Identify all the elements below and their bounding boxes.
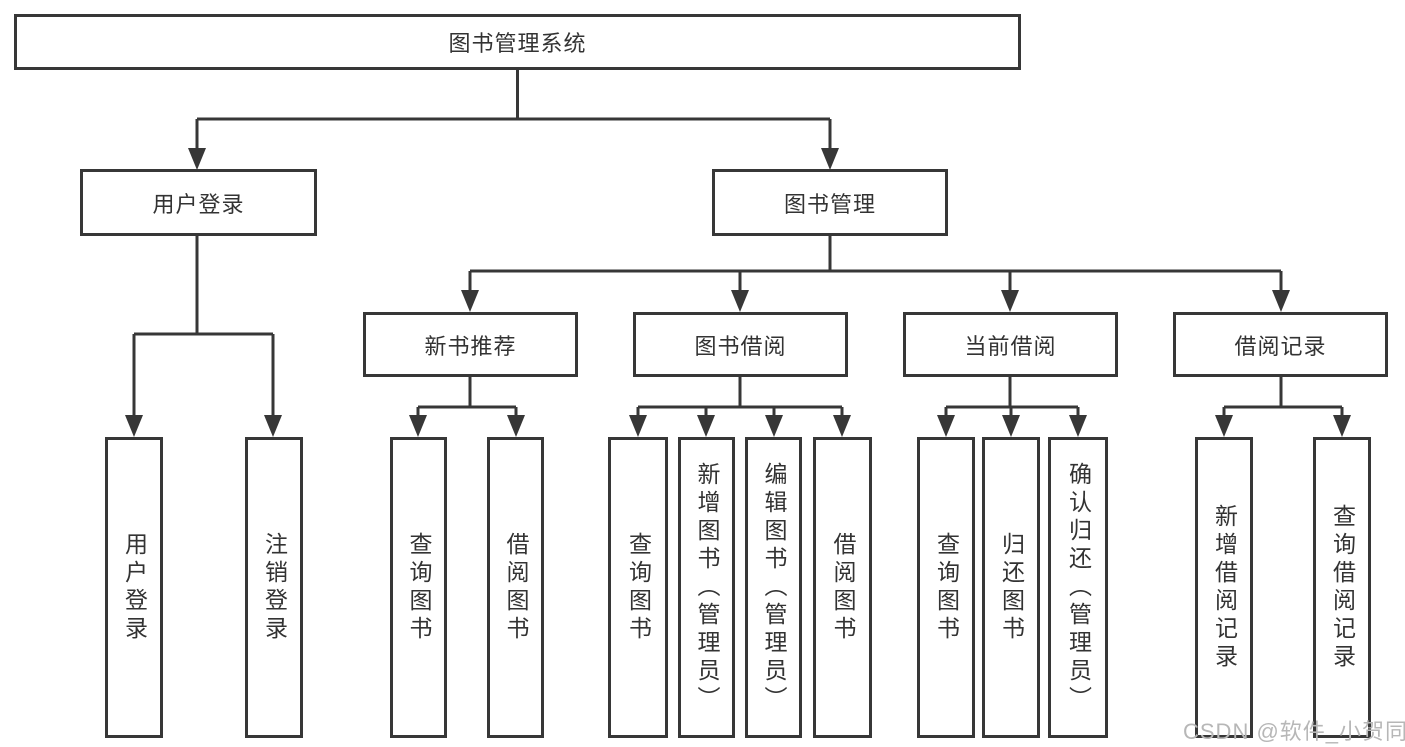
csdn-watermark: CSDN @软件_小贺同学 bbox=[1183, 719, 1405, 744]
node-book-management-branch: 图书管理 bbox=[712, 169, 948, 236]
node-edit-book-admin: 编辑图书（管理员） bbox=[745, 437, 802, 738]
node-query-book-current: 查询图书 bbox=[917, 437, 975, 738]
node-current-borrow: 当前借阅 bbox=[903, 312, 1118, 377]
node-add-borrow-record: 新增借阅记录 bbox=[1195, 437, 1253, 738]
node-borrow-records: 借阅记录 bbox=[1173, 312, 1388, 377]
node-logout-leaf: 注销登录 bbox=[245, 437, 303, 738]
node-borrow-book-recommend: 借阅图书 bbox=[487, 437, 544, 738]
node-new-book-recommend: 新书推荐 bbox=[363, 312, 578, 377]
node-user-login-leaf: 用户登录 bbox=[105, 437, 163, 738]
node-confirm-return-admin: 确认归还（管理员） bbox=[1048, 437, 1108, 738]
node-return-book: 归还图书 bbox=[982, 437, 1040, 738]
node-query-book-borrow: 查询图书 bbox=[608, 437, 668, 738]
node-borrow-book-leaf: 借阅图书 bbox=[813, 437, 872, 738]
node-user-login-branch: 用户登录 bbox=[80, 169, 317, 236]
node-book-borrow: 图书借阅 bbox=[633, 312, 848, 377]
node-query-book-recommend: 查询图书 bbox=[390, 437, 447, 738]
node-add-book-admin: 新增图书（管理员） bbox=[678, 437, 735, 738]
node-root-system: 图书管理系统 bbox=[14, 14, 1021, 70]
node-query-borrow-record: 查询借阅记录 bbox=[1313, 437, 1371, 738]
